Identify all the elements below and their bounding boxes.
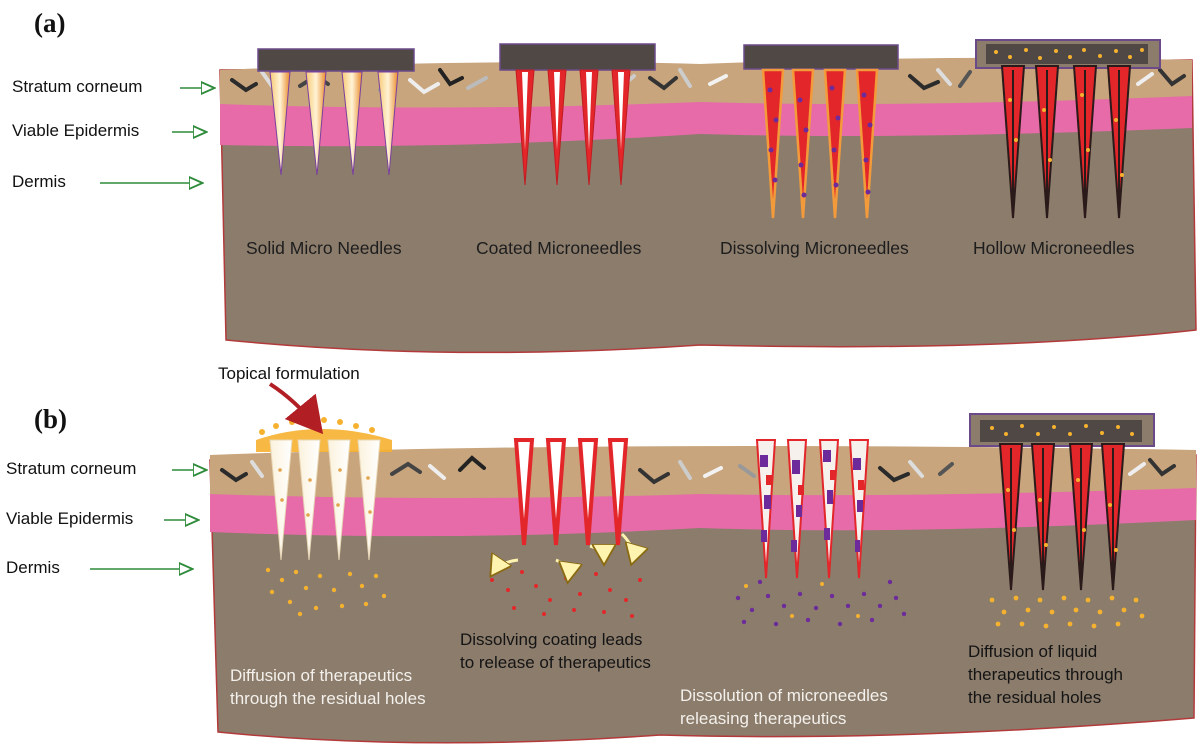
- layer-label-viable-epidermis-a: Viable Epidermis: [12, 121, 139, 141]
- layer-label-dermis-b: Dermis: [6, 558, 60, 578]
- caption-hollow-diffusion: Diffusion of liquid therapeutics through…: [968, 640, 1123, 709]
- label-coated-microneedles: Coated Microneedles: [476, 238, 641, 259]
- label-solid-microneedles: Solid Micro Needles: [246, 238, 402, 259]
- label-topical-formulation: Topical formulation: [218, 364, 360, 384]
- caption-dissolving: Dissolution of microneedles releasing th…: [680, 684, 888, 730]
- caption-solid-diffusion: Diffusion of therapeutics through the re…: [230, 664, 426, 710]
- label-hollow-microneedles: Hollow Microneedles: [973, 238, 1134, 259]
- layer-label-stratum-corneum-b: Stratum corneum: [6, 459, 136, 479]
- panel-b-tag: (b): [34, 404, 67, 435]
- panel-a-tag: (a): [34, 8, 65, 39]
- caption-coated-release: Dissolving coating leads to release of t…: [460, 628, 651, 674]
- layer-label-viable-epidermis-b: Viable Epidermis: [6, 509, 133, 529]
- layer-label-stratum-corneum-a: Stratum corneum: [12, 77, 142, 97]
- label-dissolving-microneedles: Dissolving Microneedles: [720, 238, 909, 259]
- layer-label-dermis-a: Dermis: [12, 172, 66, 192]
